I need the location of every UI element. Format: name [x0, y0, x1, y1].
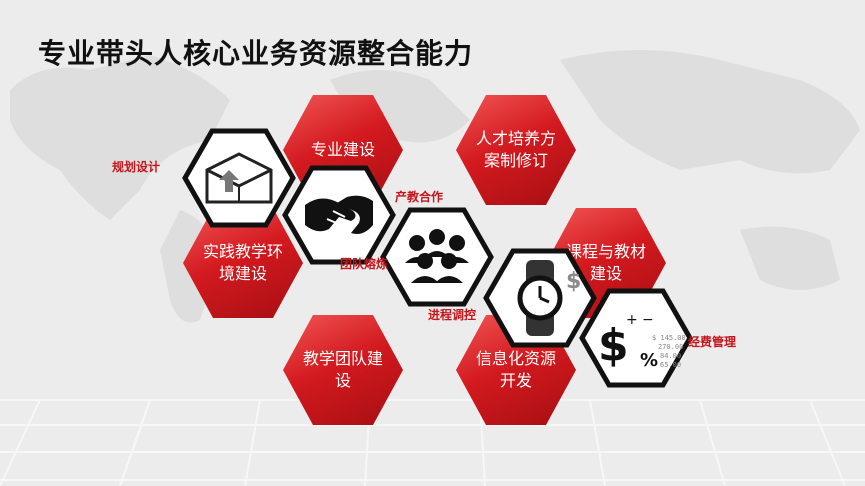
dollar-icon: $ + − % $ 145.00 270.00 84.00 65.00	[582, 291, 690, 385]
label-industry: 产教合作	[395, 190, 444, 204]
svg-text:+: +	[626, 312, 638, 328]
ledger-number: 84.00	[660, 352, 681, 360]
handshake-icon	[285, 168, 393, 262]
label-funds: 经费管理	[688, 335, 737, 349]
hex-label: 信息化资源开发	[475, 349, 556, 390]
page-title: 专业带头人核心业务资源整合能力	[38, 37, 474, 70]
svg-text:$: $	[598, 320, 629, 371]
label-team: 团队熔炼	[340, 257, 389, 271]
ledger-number: $ 145.00	[652, 334, 686, 342]
floor-grid	[0, 399, 865, 486]
hex-label: 教学团队建设	[302, 349, 383, 390]
watch-icon: $	[486, 251, 594, 345]
ledger-numbers: $ 145.00 270.00 84.00 65.00	[652, 334, 686, 369]
dollar-watermark: $	[566, 269, 581, 294]
hex-label: 人才培养方案制修订	[475, 129, 556, 170]
ledger-number: 270.00	[658, 343, 683, 351]
label-process: 进程调控	[428, 308, 477, 322]
box-icon	[185, 131, 293, 225]
hex-label: 专业建设	[310, 140, 375, 159]
label-planning: 规划设计	[112, 160, 161, 174]
ledger-number: 65.00	[660, 361, 681, 369]
svg-text:−: −	[642, 312, 654, 328]
hex-teaching-team: 教学团队建设	[283, 315, 403, 425]
team-icon	[383, 210, 491, 304]
svg-text:%: %	[640, 350, 658, 371]
hex-label: 实践教学环境建设	[202, 242, 283, 283]
hex-label: 课程与教材建设	[565, 242, 646, 283]
